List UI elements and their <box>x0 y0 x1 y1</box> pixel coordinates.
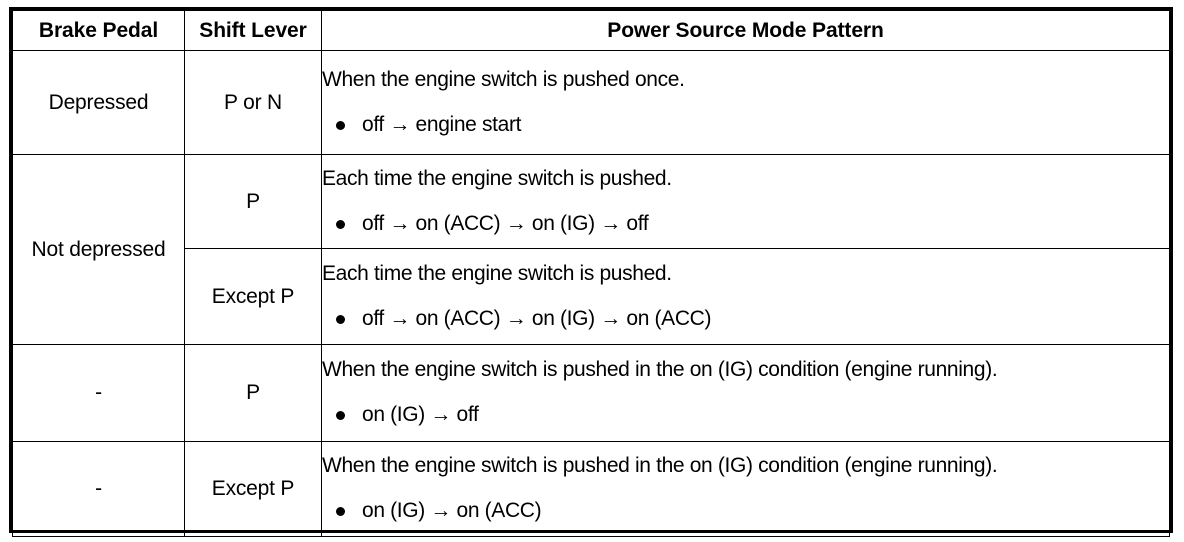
pattern-bullet-list: on (IG) → on (ACC) <box>322 499 1169 523</box>
table-row: - Except P When the engine switch is pus… <box>12 441 1170 537</box>
cell-brake-pedal: - <box>12 344 185 442</box>
bullet-dot-icon <box>336 120 345 130</box>
pattern-bullet-list: off → on (ACC) → on (IG) → on (ACC) <box>322 306 1169 331</box>
cell-brake-pedal: Not depressed <box>12 154 185 345</box>
cell-power-source-mode-pattern: Each time the engine switch is pushed. o… <box>321 154 1170 249</box>
pattern-bullet-list: off → engine start <box>322 112 1169 137</box>
list-item: off → on (ACC) → on (IG) → on (ACC) <box>322 306 1169 331</box>
cell-shift-lever: Except P <box>184 441 322 537</box>
pattern-sentence: When the engine switch is pushed in the … <box>322 454 998 478</box>
column-header-brake-pedal: Brake Pedal <box>12 10 185 51</box>
cell-shift-lever: P <box>184 344 322 442</box>
pattern-bullet-list: off → on (ACC) → on (IG) → off <box>322 211 1169 236</box>
cell-power-source-mode-pattern: When the engine switch is pushed once. o… <box>321 50 1170 155</box>
bullet-dot-icon <box>336 314 345 324</box>
cell-brake-pedal: Depressed <box>12 50 185 155</box>
list-item: off → on (ACC) → on (IG) → off <box>322 211 1169 236</box>
list-item: on (IG) → on (ACC) <box>322 499 1169 523</box>
bullet-dot-icon <box>336 411 345 421</box>
cell-shift-lever: Except P <box>184 248 322 345</box>
power-source-mode-table: Brake Pedal Shift Lever Power Source Mod… <box>12 10 1170 537</box>
list-item: on (IG) → off <box>322 403 1169 427</box>
bullet-text: off → on (ACC) → on (IG) → on (ACC) <box>362 306 712 330</box>
pattern-sentence: When the engine switch is pushed once. <box>322 67 685 91</box>
cell-power-source-mode-pattern: When the engine switch is pushed in the … <box>321 344 1170 442</box>
pattern-bullet-list: on (IG) → off <box>322 403 1169 427</box>
bullet-text: on (IG) → on (ACC) <box>362 499 542 522</box>
cell-power-source-mode-pattern: Each time the engine switch is pushed. o… <box>321 248 1170 345</box>
column-header-power-source-mode-pattern: Power Source Mode Pattern <box>321 10 1170 51</box>
bullet-dot-icon <box>336 507 345 517</box>
table-header-row: Brake Pedal Shift Lever Power Source Mod… <box>12 10 1170 51</box>
cell-brake-pedal: - <box>12 441 185 537</box>
table-row: Depressed P or N When the engine switch … <box>12 50 1170 155</box>
table-row: Not depressed P Each time the engine swi… <box>12 154 1170 345</box>
table-row: - P When the engine switch is pushed in … <box>12 344 1170 442</box>
pattern-sentence: Each time the engine switch is pushed. <box>322 166 672 190</box>
column-header-shift-lever: Shift Lever <box>184 10 322 51</box>
cell-shift-lever: P <box>184 154 322 249</box>
cell-power-source-mode-pattern: When the engine switch is pushed in the … <box>321 441 1170 537</box>
table-row: Except P Each time the engine switch is … <box>13 248 1170 345</box>
spec-table-container: Brake Pedal Shift Lever Power Source Mod… <box>9 7 1173 537</box>
pattern-sentence: When the engine switch is pushed in the … <box>322 358 998 382</box>
bullet-text: off → on (ACC) → on (IG) → off <box>362 211 649 235</box>
pattern-sentence: Each time the engine switch is pushed. <box>322 261 672 285</box>
list-item: off → engine start <box>322 112 1169 137</box>
bullet-text: on (IG) → off <box>362 403 479 426</box>
cell-shift-lever: P or N <box>184 50 322 155</box>
bullet-text: off → engine start <box>362 112 522 136</box>
bullet-dot-icon <box>336 219 345 229</box>
